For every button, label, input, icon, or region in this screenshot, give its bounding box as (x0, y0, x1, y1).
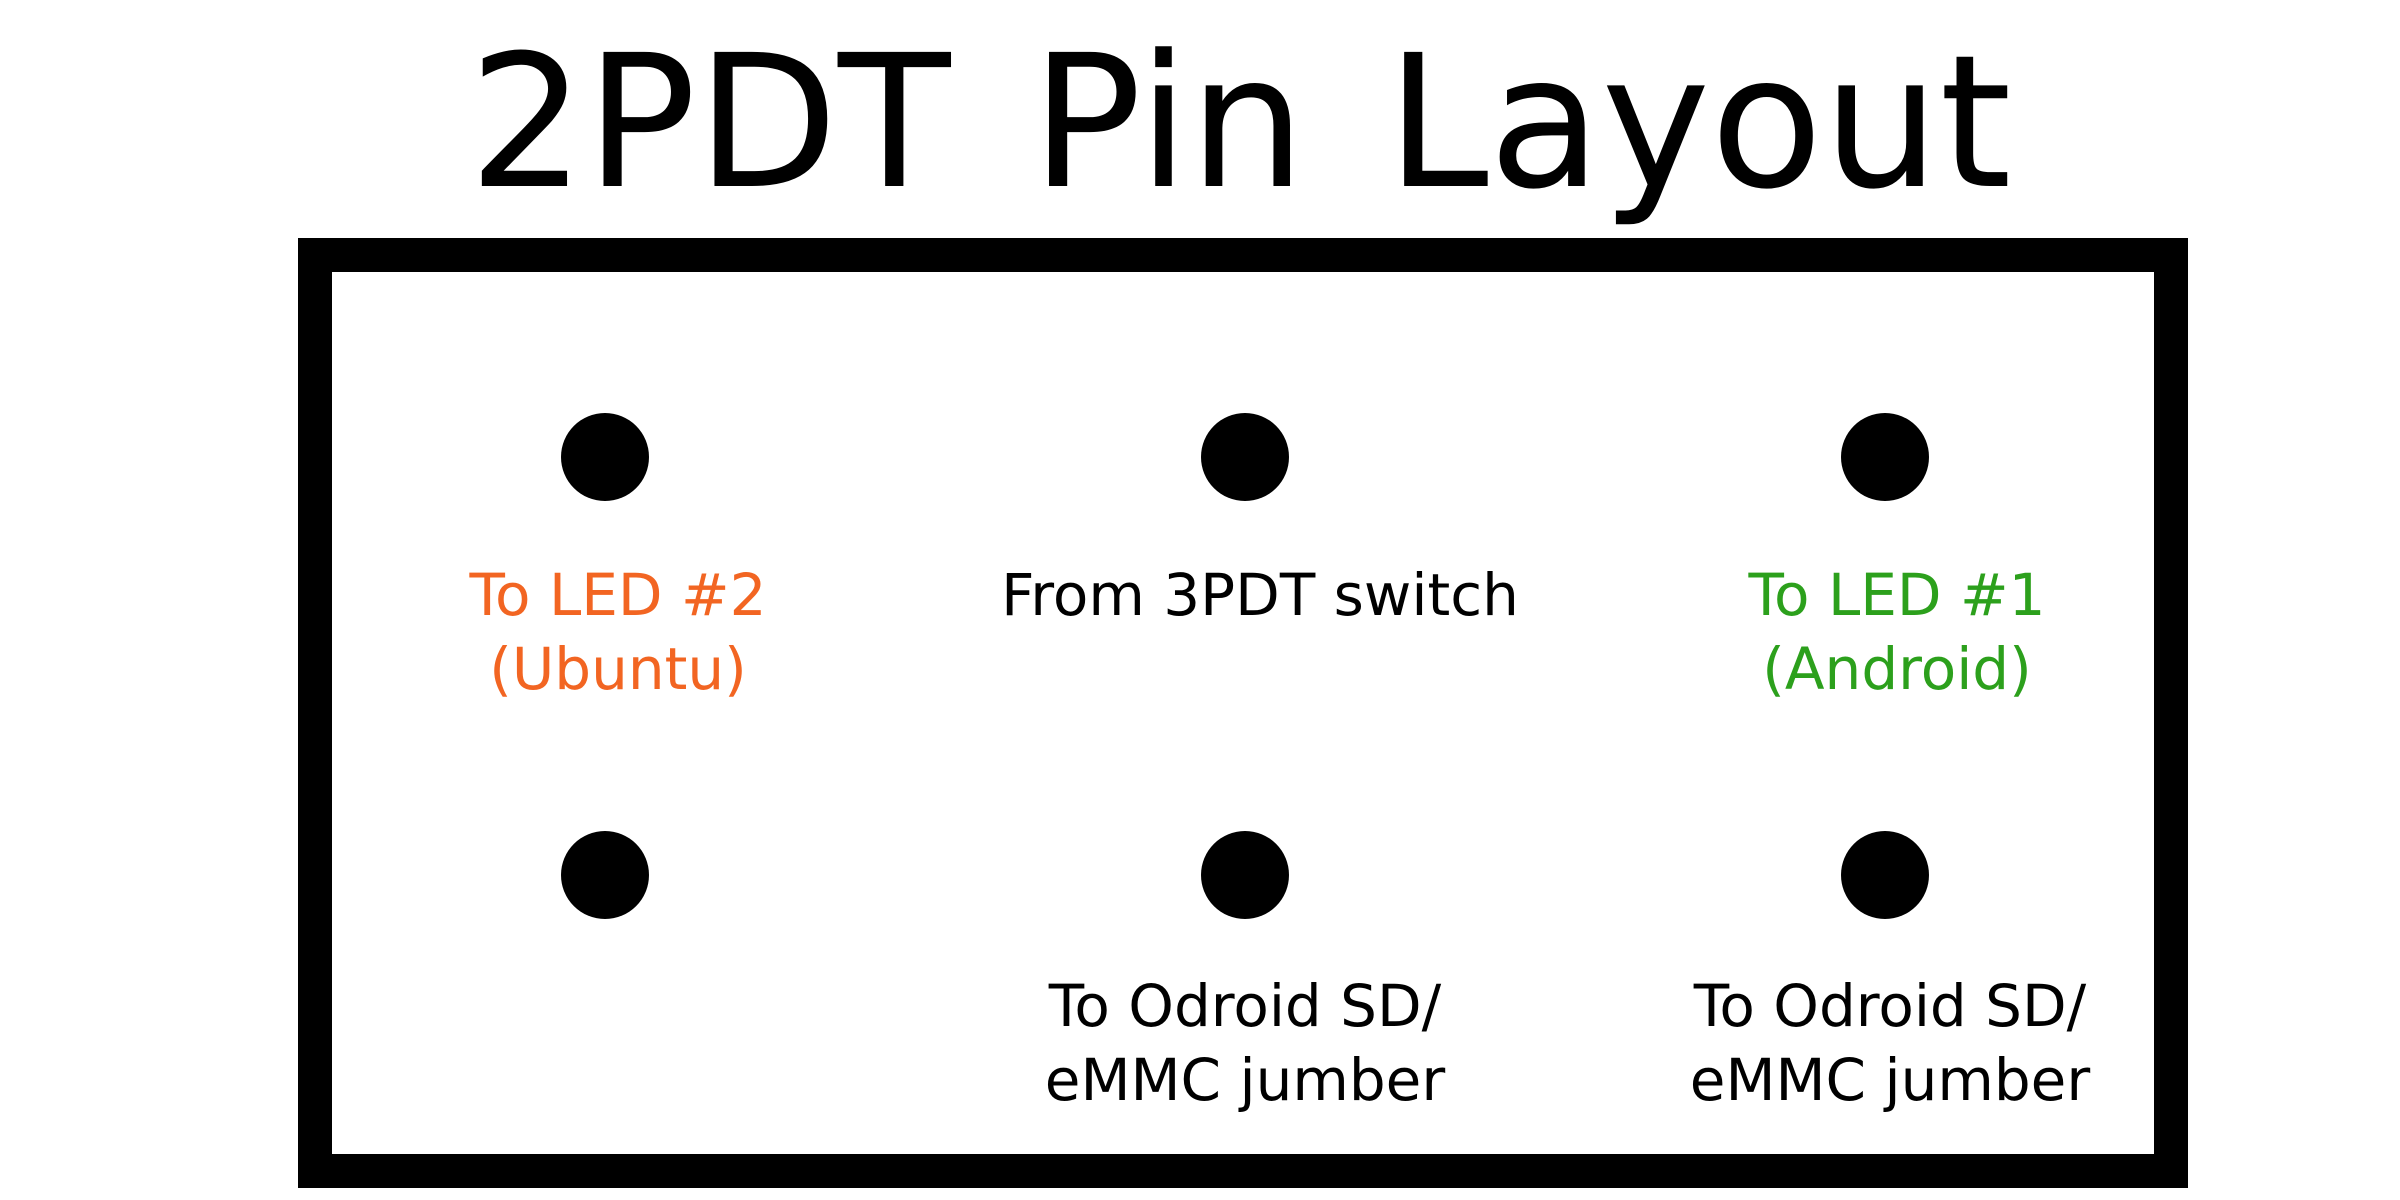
label-odroid-right-line1: To Odroid SD/ (1693, 972, 2087, 1040)
label-odroid-center-line1: To Odroid SD/ (1048, 972, 1442, 1040)
pin-top-right (1841, 413, 1929, 501)
switch-body-outline (298, 238, 2188, 1188)
label-odroid-jumper-right: To Odroid SD/ eMMC jumber (1490, 969, 2290, 1117)
label-led1-android: To LED #1 (Android) (1497, 558, 2297, 706)
label-led2-line2: (Ubuntu) (489, 635, 747, 703)
label-led2-ubuntu: To LED #2 (Ubuntu) (218, 558, 1018, 706)
label-from-3pdt-switch: From 3PDT switch (860, 558, 1660, 632)
label-from-3pdt-line1: From 3PDT switch (1001, 561, 1519, 629)
label-odroid-right-line2: eMMC jumber (1689, 1046, 2091, 1114)
label-led2-line1: To LED #2 (469, 561, 767, 629)
pin-bottom-right (1841, 831, 1929, 919)
label-odroid-jumper-center: To Odroid SD/ eMMC jumber (845, 969, 1645, 1117)
pin-top-center (1201, 413, 1289, 501)
pin-top-left (561, 413, 649, 501)
pin-bottom-left (561, 831, 649, 919)
pin-bottom-center (1201, 831, 1289, 919)
diagram-title: 2PDT Pin Layout (468, 16, 2012, 230)
label-led1-line1: To LED #1 (1748, 561, 2046, 629)
label-odroid-center-line2: eMMC jumber (1044, 1046, 1446, 1114)
label-led1-line2: (Android) (1762, 635, 2032, 703)
